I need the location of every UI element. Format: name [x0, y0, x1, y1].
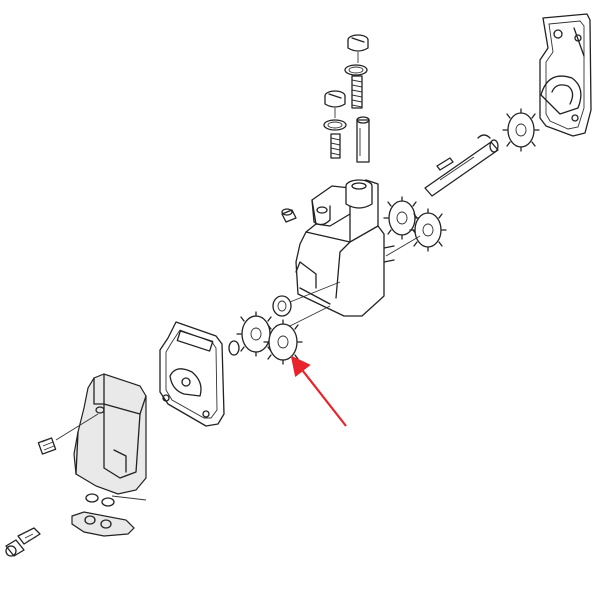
pointer-arrow [290, 355, 347, 427]
inner-gear-upper [383, 196, 421, 240]
banjo-flange [71, 511, 135, 537]
gasket [159, 321, 225, 427]
plug [37, 437, 57, 455]
axis-line-shaft [385, 235, 421, 257]
dowel-pin [281, 208, 297, 223]
screw-upper [347, 34, 369, 52]
fitting-bolt [5, 527, 41, 557]
oring-upper [344, 64, 368, 76]
oring-lower [323, 119, 347, 131]
axis-line-washer [289, 281, 341, 303]
pump-body [295, 179, 395, 317]
plunger [356, 116, 370, 163]
gear-front-right [263, 319, 303, 365]
oring-pair [85, 493, 115, 507]
washer [272, 295, 292, 317]
spring-upper [351, 75, 363, 109]
screw-lower [324, 90, 346, 108]
gear-rear [502, 108, 540, 152]
axis-line-plug [55, 413, 99, 441]
shaft-clip [477, 134, 491, 139]
woodruff-key [436, 157, 454, 171]
front-cover [73, 373, 147, 495]
inner-gear-lower [409, 208, 447, 252]
axis-line-oring [111, 495, 147, 501]
rear-cover-plate [539, 13, 592, 137]
drive-shaft [424, 139, 499, 197]
snap-ring [228, 340, 240, 356]
spring-lower [330, 133, 341, 159]
gear-front-left [236, 311, 276, 357]
